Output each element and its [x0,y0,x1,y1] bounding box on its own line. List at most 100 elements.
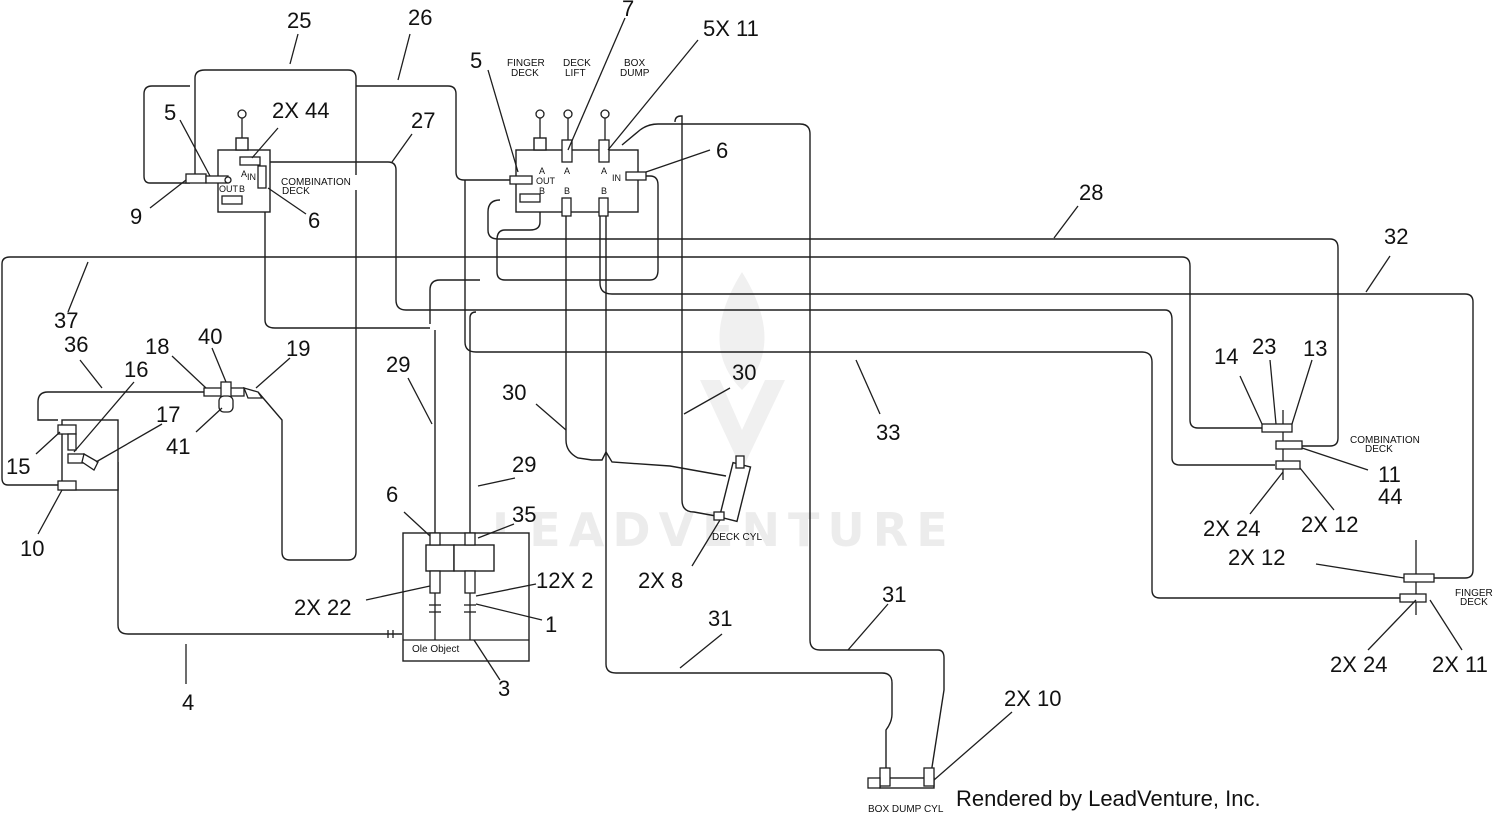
hose-lines [1,69,1474,781]
callout-11-right: 11 [1378,462,1401,487]
callout-37: 37 [54,308,78,333]
fitting-deck-lift-b [561,197,572,217]
callout-31-right: 31 [882,582,906,607]
finger-deck-label-1: FINGER [507,58,545,69]
callout-2x24-upper: 2X 24 [1203,516,1261,541]
pump-assembly: Ole Object [387,532,530,662]
callout-25: 25 [287,8,311,33]
callout-2x11: 2X 11 [1432,652,1488,677]
callout-2x24-lower: 2X 24 [1330,652,1388,677]
finger-deck-lever-knob [535,109,545,119]
port-out-label: OUT [219,184,239,194]
fitting-deck-lift-a [561,139,573,163]
callout-16: 16 [124,357,148,382]
callout-5-left: 5 [164,100,176,125]
finger-deck-couplers: FINGER DECK [1399,540,1493,615]
hose-19 [257,190,357,561]
deck-lift-label-2: LIFT [565,68,586,79]
callout-12x2: 12X 2 [536,568,594,593]
deck-cylinder: DECK CYL [712,455,762,543]
callout-2x8: 2X 8 [638,568,683,593]
combination-deck-label-2: DECK [282,186,310,197]
coupler-finger-top [1403,573,1435,583]
hose-36 [37,391,214,421]
deck-lift-lever-knob [563,109,573,119]
finger-deck-right-label-1: FINGER [1455,588,1493,599]
port-in-label: IN [247,172,256,182]
fitting-41 [218,395,234,413]
hose-28 [487,199,1339,447]
callout-5-center: 5 [470,48,482,73]
callout-numbers: 25 26 7 5X 11 5 5 2X 44 27 6 6 9 28 32 3… [6,0,1488,715]
callout-44-right: 44 [1378,484,1402,509]
fitting-box-dump-a [598,139,610,163]
callout-23: 23 [1252,334,1276,359]
callout-29-bottom: 29 [512,452,536,477]
coupler-14 [1261,423,1293,433]
hose-35 [469,311,477,545]
callout-2x10: 2X 10 [1004,686,1062,711]
callout-35: 35 [512,502,536,527]
hose-27 [262,161,1275,466]
hose-30-right [674,115,717,517]
coupler-11 [1275,440,1303,450]
port-b-label: B [601,186,607,196]
port-a-label: A [539,166,545,176]
combination-valve-knob [237,109,247,119]
hose-30-top [621,123,945,781]
box-dump-label-2: DUMP [620,68,650,79]
callout-2x22: 2X 22 [294,595,352,620]
hose-25 [194,69,357,175]
callout-30-right: 30 [732,360,756,385]
pump-section-left [425,544,455,572]
port-b-label: B [239,184,245,194]
box-dump-lever-knob [600,109,610,119]
finger-deck-right-label-2: DECK [1460,597,1488,608]
port-out-label: OUT [536,176,556,186]
fitting-out-center [509,175,533,185]
deck-lift-label-1: DECK [563,58,591,69]
callout-6-pump: 6 [386,482,398,507]
fitting-15 [57,424,77,435]
callout-36: 36 [64,332,88,357]
fitting-in-center [625,171,647,181]
left-valve-block [57,381,264,491]
combination-valve-stem [235,137,249,151]
callout-3: 3 [498,676,510,701]
box-dump-label-1: BOX [624,58,645,69]
callout-5x11: 5X 11 [703,16,759,41]
deck-cyl-label: DECK CYL [712,532,762,543]
fitting-box-dump-b [598,197,609,217]
fitting-port-a [239,156,261,166]
port-in-label: IN [612,173,621,183]
callout-32: 32 [1384,224,1408,249]
hose-mid-2 [429,279,480,324]
rendered-by-footer: Rendered by LeadVenture, Inc. [956,786,1261,811]
hose-mid-3 [264,185,430,329]
hose-mid-1 [496,175,659,281]
hose-25-outer [143,85,190,184]
callout-6-left: 6 [308,208,320,233]
callout-28: 28 [1079,180,1103,205]
coupler-finger-bottom [1399,593,1427,603]
callout-7: 7 [622,0,634,21]
fitting-5-left [185,173,207,184]
fitting-port-in [257,165,267,189]
callout-14: 14 [1214,344,1238,369]
fitting-finger-b [519,193,541,203]
callout-40: 40 [198,324,222,349]
callout-41: 41 [166,434,190,459]
watermark-flame-icon [700,272,785,470]
fitting-17 [81,453,99,471]
combination-deck-right-label-1: COMBINATION [1350,435,1420,446]
hose-4 [117,462,402,635]
ole-object-label: Ole Object [412,644,459,655]
port-a-label: A [564,166,570,176]
port-a-label: A [601,166,607,176]
callout-1: 1 [545,612,557,637]
callout-2x12-lower: 2X 12 [1228,545,1286,570]
callout-19: 19 [286,336,310,361]
callout-2x12-upper: 2X 12 [1301,512,1359,537]
callout-33: 33 [876,420,900,445]
